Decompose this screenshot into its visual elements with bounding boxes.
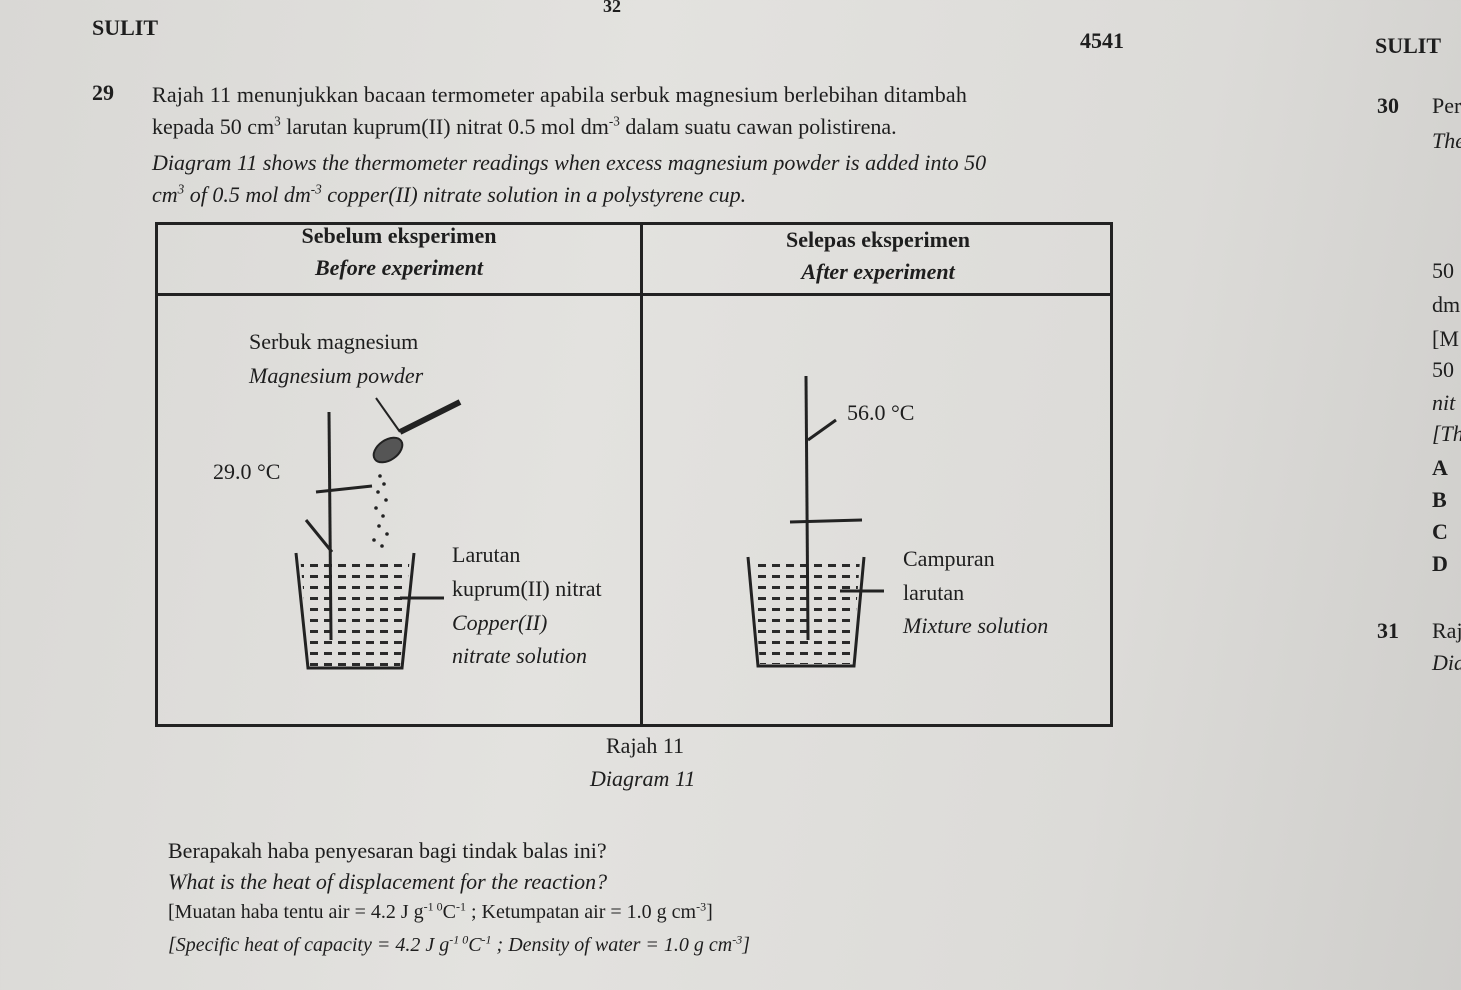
mixture-label-english: Mixture solution <box>903 613 1049 638</box>
powder-label-malay: Serbuk magnesium <box>249 329 419 354</box>
superscript: -3 <box>608 113 620 129</box>
question-29-english-line2: cm3 of 0.5 mol dm-3 copper(II) nitrate s… <box>152 182 746 208</box>
question-number-29: 29 <box>92 80 114 105</box>
solution-label-malay-2: kuprum(II) nitrat <box>452 576 602 601</box>
spatula-icon <box>372 397 462 548</box>
text-part: dalam suatu cawan polistirena. <box>619 114 897 139</box>
column-divider <box>640 225 643 724</box>
superscript: 3 <box>274 113 281 129</box>
given-data-english: [Specific heat of capacity = 4.2 J g-1 0… <box>168 932 751 957</box>
superscript: -1 0 <box>449 932 469 947</box>
text-part: of 0.5 mol dm <box>184 182 311 207</box>
diagram-caption-malay: Rajah 11 <box>606 733 684 758</box>
question-30-text: Per <box>1432 93 1461 118</box>
question-english: What is the heat of displacement for the… <box>168 869 608 894</box>
superscript: 3 <box>177 181 185 197</box>
text-part: ; Density of water = 1.0 g cm <box>491 934 733 956</box>
mixture-label-malay-2: larutan <box>903 580 965 605</box>
paper-code: 4541 <box>1080 28 1124 53</box>
question-29-malay-line2: kepada 50 cm3 larutan kuprum(II) nitrat … <box>152 114 897 140</box>
superscript: -3 <box>310 181 322 197</box>
diagram-caption-english: Diagram 11 <box>590 766 696 791</box>
question-31-english: Dia <box>1432 650 1461 675</box>
sulit-right: SULIT <box>1375 33 1442 58</box>
text-part: copper(II) nitrate solution in a polysty… <box>321 182 747 207</box>
text-part: C <box>468 934 482 956</box>
right-fragment: 50 <box>1432 258 1454 283</box>
sulit-left: SULIT <box>92 15 159 40</box>
text-part: ] <box>706 901 713 923</box>
text-part: cm <box>152 182 178 207</box>
question-31-text: Raj <box>1432 618 1461 643</box>
right-fragment: [Th <box>1432 421 1461 446</box>
polystyrene-cup-before <box>294 552 416 670</box>
after-header-malay: Selepas eksperimen <box>786 227 970 252</box>
right-fragment: nit <box>1432 390 1456 415</box>
temperature-before: 29.0 °C <box>213 459 281 484</box>
temperature-after: 56.0 °C <box>847 400 915 425</box>
text-part: larutan kuprum(II) nitrat 0.5 mol dm <box>280 114 609 139</box>
powder-label-english: Magnesium powder <box>249 363 424 388</box>
polystyrene-cup-after <box>746 556 866 668</box>
superscript: -1 <box>481 932 492 947</box>
after-header-english: After experiment <box>801 259 955 284</box>
solution-label-english-2: nitrate solution <box>452 643 588 668</box>
option-d: D <box>1432 551 1448 576</box>
text-part: [Specific heat of capacity = 4.2 J g <box>168 934 450 956</box>
option-b: B <box>1432 487 1447 512</box>
mixture-label-malay-1: Campuran <box>903 546 995 571</box>
text-part: ] <box>742 934 751 956</box>
question-29-malay-line1: Rajah 11 menunjukkan bacaan termometer a… <box>152 82 967 107</box>
question-number-31: 31 <box>1377 618 1399 643</box>
thermometer-after <box>789 375 863 641</box>
thermometer-before <box>304 411 373 641</box>
diagram-11-table: Sebelum eksperimen Before experiment Sel… <box>155 222 1113 727</box>
option-a: A <box>1432 455 1448 480</box>
text-part: C <box>442 901 456 923</box>
solution-label-malay-1: Larutan <box>452 542 521 567</box>
page-number: 32 <box>603 0 621 16</box>
question-29-english-line1: Diagram 11 shows the thermometer reading… <box>152 150 987 175</box>
header-divider <box>158 293 1110 296</box>
given-data-malay: [Muatan haba tentu air = 4.2 J g-1 0C-1 … <box>168 899 713 924</box>
superscript: -1 0 <box>423 899 443 914</box>
question-30-english: The <box>1432 128 1461 153</box>
option-c: C <box>1432 519 1448 544</box>
superscript: -1 <box>456 899 466 914</box>
question-malay: Berapakah haba penyesaran bagi tindak ba… <box>168 838 607 863</box>
right-fragment: dm <box>1432 292 1461 317</box>
solution-label-english-1: Copper(II) <box>452 610 548 635</box>
right-fragment: [M <box>1432 326 1459 351</box>
superscript: -3 <box>732 932 743 947</box>
text-part: kepada 50 cm <box>152 114 275 139</box>
before-header-malay: Sebelum eksperimen <box>301 223 497 248</box>
question-number-30: 30 <box>1377 93 1399 118</box>
before-header-english: Before experiment <box>314 255 484 280</box>
text-part: [Muatan haba tentu air = 4.2 J g <box>168 901 424 923</box>
text-part: ; Ketumpatan air = 1.0 g cm <box>466 901 697 923</box>
right-fragment: 50 <box>1432 357 1454 382</box>
superscript: -3 <box>696 899 707 914</box>
